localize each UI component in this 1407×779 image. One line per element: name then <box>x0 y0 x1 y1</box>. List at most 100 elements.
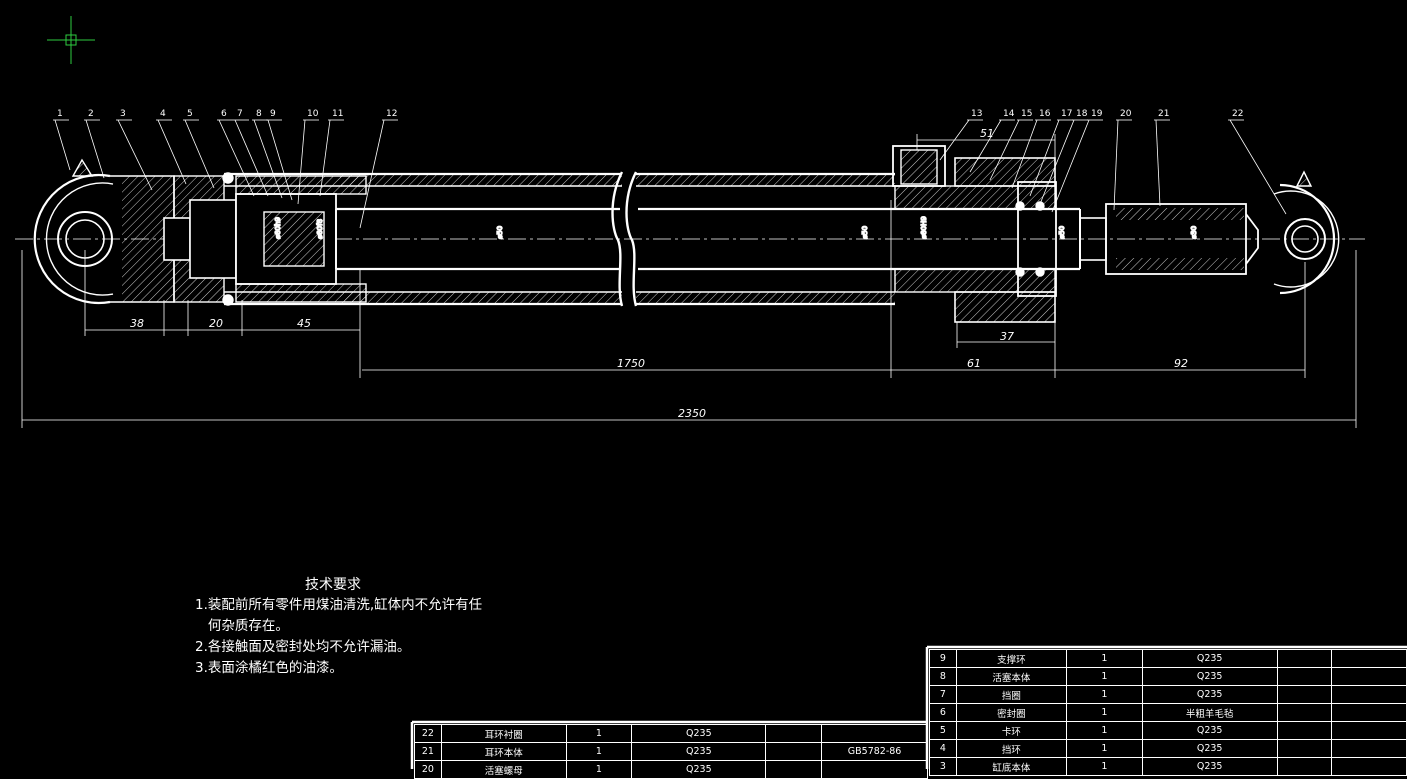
bom-cell-material: Q235 <box>1141 739 1278 758</box>
bom-cell-std <box>821 760 928 779</box>
bom-cell-no: 6 <box>929 703 957 722</box>
bom-cell- <box>1276 739 1332 758</box>
cylinder-barrel <box>224 171 895 307</box>
bom-cell- <box>1330 649 1407 668</box>
left-clevis-eye <box>33 158 175 305</box>
leader-line <box>1051 119 1090 213</box>
dim-2350: 2350 <box>678 407 706 420</box>
bom-cell-material: Q235 <box>1141 649 1278 668</box>
part-label-2: 2 <box>88 109 94 119</box>
piston-dia-label-2: ⌀80f8 <box>316 219 324 239</box>
bom-cell-material: Q235 <box>631 724 767 743</box>
bom-cell-material: 半粗羊毛毡 <box>1141 703 1278 722</box>
bom-cell- <box>1276 685 1332 704</box>
part-label-19: 19 <box>1091 109 1103 119</box>
leader-line <box>1029 119 1060 197</box>
part-label-1: 1 <box>57 109 63 119</box>
bom-cell-material: Q235 <box>1141 667 1278 686</box>
rod-dia-label-3: ⌀50 <box>1058 226 1066 239</box>
dim-51: 51 <box>980 127 994 140</box>
rod-end: ⌀30 <box>1079 170 1340 295</box>
bom-cell-qty: 1 <box>1066 739 1143 758</box>
dim-20: 20 <box>209 317 223 330</box>
tech-requirement-line-2: 何杂质存在。 <box>195 618 289 634</box>
bom-cell- <box>765 742 823 761</box>
dim-38: 38 <box>130 317 144 330</box>
part-label-8: 8 <box>256 109 262 119</box>
dimension-texts: 38 20 45 51 37 1750 61 92 2350 <box>130 127 1188 420</box>
leader-line <box>184 119 215 189</box>
leader-line <box>297 119 306 205</box>
bom-cell-no: 22 <box>414 724 442 743</box>
cylinder-head: ⌀80H9 <box>892 145 1057 323</box>
bom-table-frames <box>410 645 1407 769</box>
leader-line <box>1155 119 1161 207</box>
rod-end-dia-label: ⌀30 <box>1190 226 1198 239</box>
bom-cell-name: 活塞本体 <box>955 667 1068 686</box>
bom-cell-material: Q235 <box>1141 685 1278 704</box>
dimension-lines <box>21 134 1357 428</box>
leader-line <box>253 119 283 199</box>
bom-cell-no: 9 <box>929 649 957 668</box>
crosshair-cursor-icon <box>47 16 95 64</box>
part-label-18: 18 <box>1076 109 1088 119</box>
leader-line <box>234 119 269 197</box>
leader-line <box>267 119 293 201</box>
bom-cell- <box>1276 721 1332 740</box>
bom-cell-material: Q235 <box>631 742 767 761</box>
bom-cell- <box>1276 667 1332 686</box>
leader-line <box>319 119 331 197</box>
leader-line <box>54 119 71 171</box>
bom-cell- <box>1330 721 1407 740</box>
dim-37: 37 <box>1000 330 1014 343</box>
leader-line <box>218 119 255 197</box>
part-label-9: 9 <box>270 109 276 119</box>
bom-cell- <box>1330 703 1407 722</box>
dim-1750: 1750 <box>617 357 645 370</box>
leader-line <box>117 119 153 191</box>
part-label-6: 6 <box>221 109 227 119</box>
part-label-3: 3 <box>120 109 126 119</box>
part-label-5: 5 <box>187 109 193 119</box>
part-label-14: 14 <box>1003 109 1015 119</box>
bom-cell-no: 20 <box>414 760 442 779</box>
leader-lines <box>53 119 1287 229</box>
bom-cell- <box>1330 757 1407 776</box>
bom-cell-no: 5 <box>929 721 957 740</box>
part-label-20: 20 <box>1120 109 1132 119</box>
bom-cell-name: 挡圈 <box>955 685 1068 704</box>
bom-cell-qty: 1 <box>1066 757 1143 776</box>
tech-requirement-line-4: 3.表面涂橘红色的油漆。 <box>195 660 343 676</box>
part-label-12: 12 <box>386 109 397 119</box>
bom-cell-name: 缸底本体 <box>955 757 1068 776</box>
bom-cell- <box>765 724 823 743</box>
bom-cell- <box>765 760 823 779</box>
tech-requirements-title: 技术要求 <box>305 577 361 593</box>
bom-cell- <box>1330 739 1407 758</box>
bom-cell-qty: 1 <box>1066 685 1143 704</box>
bom-cell-no: 7 <box>929 685 957 704</box>
bom-cell-material: Q235 <box>1141 721 1278 740</box>
part-label-10: 10 <box>307 109 319 119</box>
bom-cell-std <box>821 724 928 743</box>
part-label-13: 13 <box>971 109 982 119</box>
leader-line <box>1113 119 1119 211</box>
leader-line <box>1039 119 1075 205</box>
bom-cell- <box>1330 667 1407 686</box>
leader-line <box>969 119 1002 173</box>
hydraulic-cylinder-drawing: ⌀80h9 ⌀80f8 <box>15 145 1365 323</box>
bom-cell- <box>1330 685 1407 704</box>
bom-cell-no: 3 <box>929 757 957 776</box>
leader-line <box>85 119 105 179</box>
part-label-16: 16 <box>1039 109 1051 119</box>
